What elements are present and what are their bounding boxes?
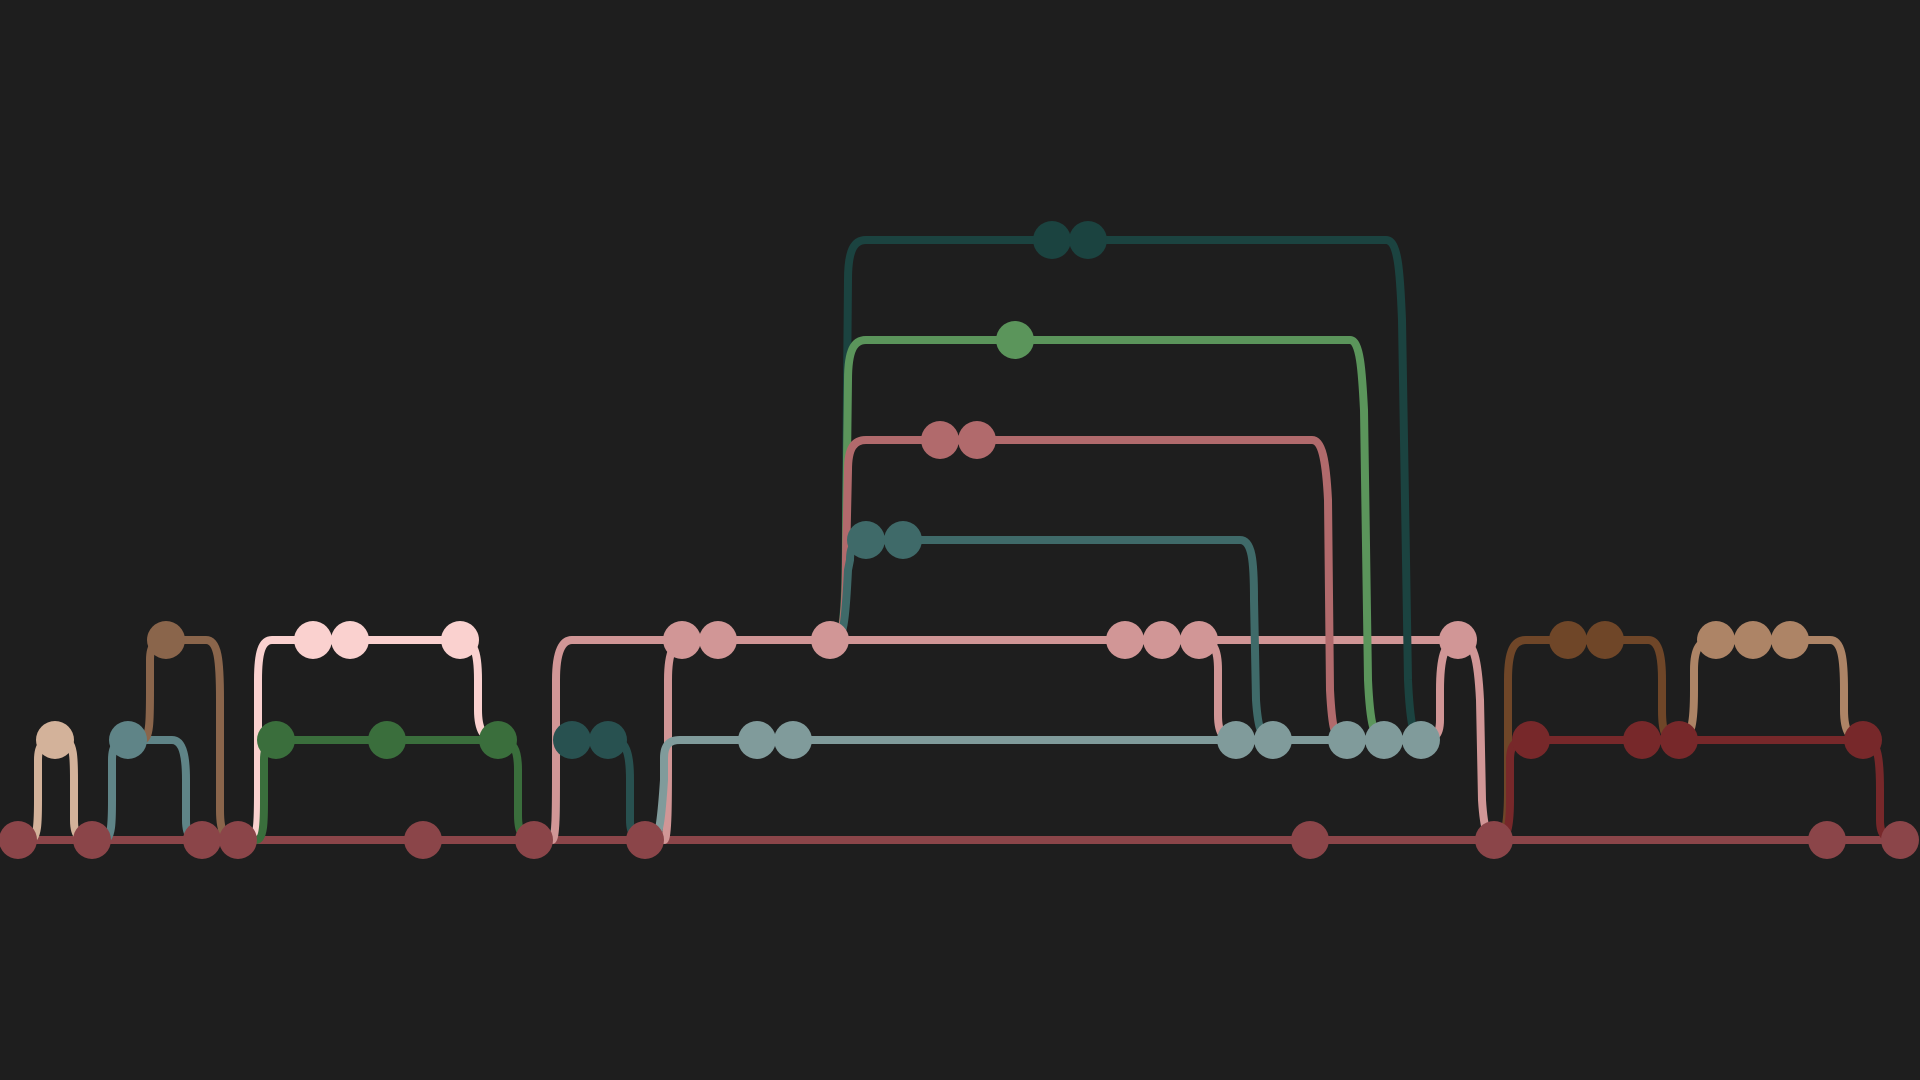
commit-dot-green[interactable] <box>479 721 517 759</box>
commit-dot-main[interactable] <box>515 821 553 859</box>
branch-line-rose <box>832 436 1350 744</box>
commit-dot-pink[interactable] <box>663 621 701 659</box>
commit-dot-topteal[interactable] <box>1069 221 1107 259</box>
commit-dot-chocolate[interactable] <box>1586 621 1624 659</box>
commit-dot-pink[interactable] <box>1143 621 1181 659</box>
commit-dot-main[interactable] <box>0 821 37 859</box>
commit-dot-pink[interactable] <box>1106 621 1144 659</box>
commit-dot-mist[interactable] <box>1217 721 1255 759</box>
commit-dot-blush[interactable] <box>441 621 479 659</box>
commit-dot-main[interactable] <box>1881 821 1919 859</box>
commit-dot-mist[interactable] <box>1365 721 1403 759</box>
commit-dot-pink[interactable] <box>1180 621 1218 659</box>
commit-dot-main[interactable] <box>1291 821 1329 859</box>
commit-dot-crimson[interactable] <box>1844 721 1882 759</box>
commit-dot-main[interactable] <box>219 821 257 859</box>
commit-dot-brown[interactable] <box>147 621 185 659</box>
commit-dot-pink[interactable] <box>811 621 849 659</box>
commit-dot-blush[interactable] <box>294 621 332 659</box>
commit-dot-mist[interactable] <box>774 721 812 759</box>
commit-dot-main[interactable] <box>183 821 221 859</box>
commit-dot-tealgrey[interactable] <box>847 521 885 559</box>
commit-dot-main[interactable] <box>626 821 664 859</box>
commit-dot-main[interactable] <box>73 821 111 859</box>
commit-dot-tan[interactable] <box>1734 621 1772 659</box>
commit-dot-chocolate[interactable] <box>1549 621 1587 659</box>
commit-dot-main[interactable] <box>1475 821 1513 859</box>
commit-dot-tealgrey[interactable] <box>884 521 922 559</box>
commit-dot-rose[interactable] <box>958 421 996 459</box>
commit-dot-pink[interactable] <box>1439 621 1477 659</box>
commit-dot-blush[interactable] <box>331 621 369 659</box>
commit-dot-leaf[interactable] <box>996 321 1034 359</box>
commit-dot-topteal[interactable] <box>1033 221 1071 259</box>
commit-dot-mist[interactable] <box>738 721 776 759</box>
commit-dot-green[interactable] <box>257 721 295 759</box>
commit-dot-crimson[interactable] <box>1660 721 1698 759</box>
commit-dot-crimson[interactable] <box>1623 721 1661 759</box>
commit-dot-crimson[interactable] <box>1512 721 1550 759</box>
branch-line-pink <box>548 636 1500 844</box>
commit-dot-rose[interactable] <box>921 421 959 459</box>
commit-dot-mist[interactable] <box>1254 721 1292 759</box>
commit-dot-tan[interactable] <box>1697 621 1735 659</box>
commit-dots <box>0 221 1919 859</box>
commit-dot-green[interactable] <box>368 721 406 759</box>
commit-dot-main[interactable] <box>1808 821 1846 859</box>
commit-dot-darkteal[interactable] <box>589 721 627 759</box>
branch-lines <box>14 236 1904 844</box>
commit-dot-mist[interactable] <box>1402 721 1440 759</box>
commit-dot-slate[interactable] <box>109 721 147 759</box>
commit-dot-tan[interactable] <box>1771 621 1809 659</box>
commit-dot-darkteal[interactable] <box>553 721 591 759</box>
branch-line-tealgrey <box>832 536 1276 744</box>
commit-dot-main[interactable] <box>404 821 442 859</box>
commit-dot-mist[interactable] <box>1328 721 1366 759</box>
commit-dot-pink[interactable] <box>699 621 737 659</box>
commit-dot-beige[interactable] <box>36 721 74 759</box>
branch-line-brown <box>138 636 242 844</box>
